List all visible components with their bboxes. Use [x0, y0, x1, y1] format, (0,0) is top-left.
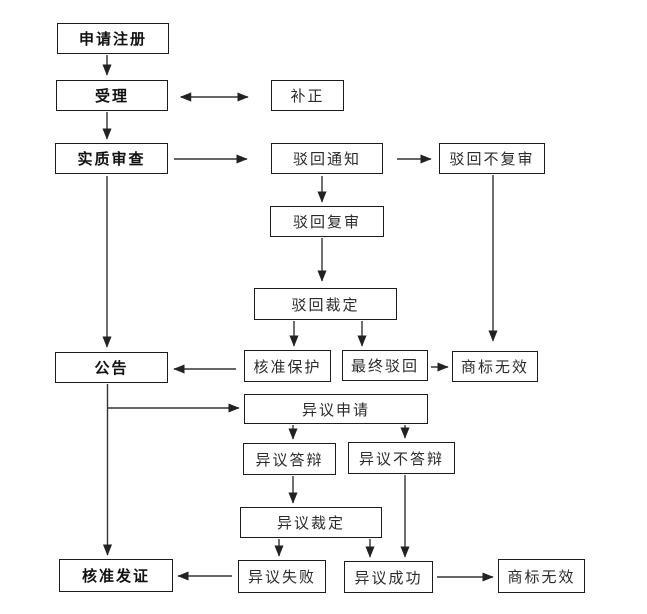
node-rejection-ruling: 驳回裁定 [254, 288, 397, 320]
node-opposition-application: 异议申请 [244, 394, 428, 424]
node-rejection-notice: 驳回通知 [271, 143, 383, 174]
node-opposition-no-defense: 异议不答辩 [348, 442, 455, 474]
node-rejection-no-review: 驳回不复审 [439, 143, 545, 174]
node-acceptance: 受理 [56, 80, 168, 111]
node-opposition-failure: 异议失败 [238, 560, 326, 593]
node-trademark-invalid-1: 商标无效 [452, 351, 538, 382]
node-opposition-success: 异议成功 [344, 561, 433, 593]
node-opposition-defense: 异议答辩 [243, 443, 336, 475]
node-apply-registration: 申请注册 [57, 23, 169, 54]
node-substantive-examination: 实质审查 [55, 143, 168, 174]
node-supplement-correction: 补正 [271, 80, 344, 111]
node-trademark-invalid-2: 商标无效 [498, 559, 585, 593]
node-final-rejection: 最终驳回 [342, 350, 428, 381]
node-rejection-review: 驳回复审 [270, 206, 384, 237]
node-approve-certificate: 核准发证 [59, 559, 173, 592]
node-approve-protection: 核准保护 [244, 350, 331, 382]
node-opposition-ruling: 异议裁定 [240, 507, 382, 538]
node-announcement: 公告 [55, 352, 168, 383]
